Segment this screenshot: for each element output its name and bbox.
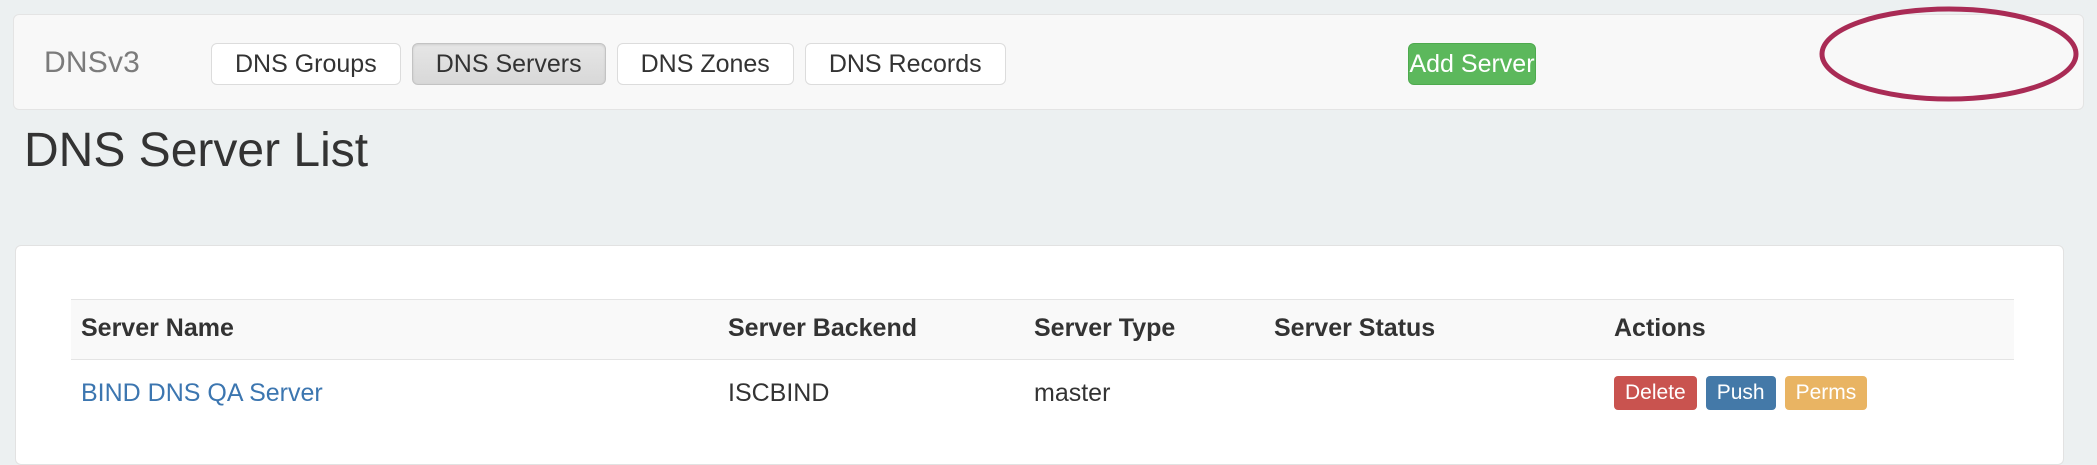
add-server-button[interactable]: Add Server (1408, 43, 1536, 85)
nav-button-dns-records[interactable]: DNS Records (804, 43, 1006, 85)
push-button[interactable]: Push (1705, 376, 1776, 410)
column-header-server-status: Server Status (1264, 299, 1604, 360)
column-header-server-name: Server Name (71, 299, 718, 360)
dns-server-table: Server Name Server Backend Server Type S… (71, 299, 2014, 424)
cell-server-backend: ISCBIND (728, 378, 830, 407)
nav-button-dns-servers[interactable]: DNS Servers (411, 43, 606, 85)
brand-logo: DNSv3 (44, 46, 141, 79)
nav-button-dns-zones[interactable]: DNS Zones (616, 43, 794, 85)
content-card: Server Name Server Backend Server Type S… (15, 245, 2064, 465)
page-title: DNS Server List (24, 124, 369, 177)
delete-button[interactable]: Delete (1614, 376, 1697, 410)
cell-server-status (1264, 360, 1604, 425)
cell-server-type: master (1034, 378, 1111, 407)
top-navbar: DNSv3 DNS Groups DNS Servers DNS Zones D… (13, 14, 2084, 110)
perms-button[interactable]: Perms (1784, 376, 1868, 410)
action-button-group: Delete Push Perms (1614, 376, 2014, 410)
nav-button-group: DNS Groups DNS Servers DNS Zones DNS Rec… (211, 43, 1006, 85)
column-header-actions: Actions (1604, 299, 2014, 360)
column-header-server-type: Server Type (1024, 299, 1264, 360)
table-header-row: Server Name Server Backend Server Type S… (71, 299, 2014, 360)
cell-server-name: BIND DNS QA Server (71, 360, 718, 425)
table-row: BIND DNS QA Server ISCBIND master Delete… (71, 360, 2014, 425)
cell-actions: Delete Push Perms (1604, 360, 2014, 425)
nav-button-dns-groups[interactable]: DNS Groups (211, 43, 401, 85)
column-header-server-backend: Server Backend (718, 299, 1024, 360)
server-name-link[interactable]: BIND DNS QA Server (81, 378, 323, 407)
